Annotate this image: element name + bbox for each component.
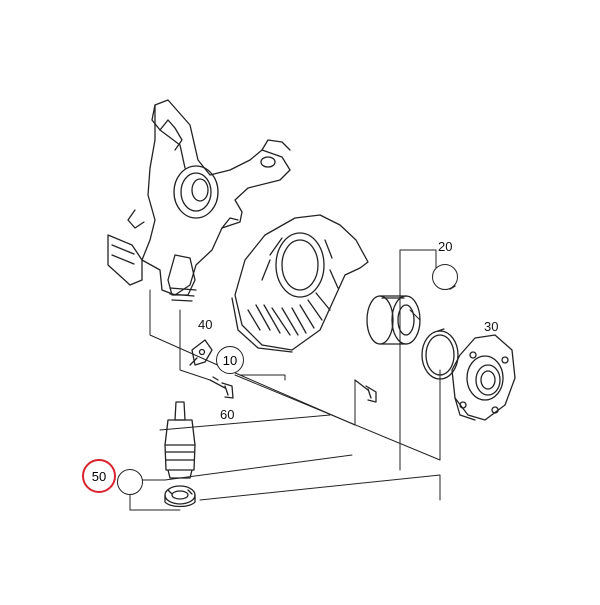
castle-nut: [164, 485, 196, 508]
callout-40: 40: [198, 317, 213, 332]
callout-10-badge: 10: [216, 346, 244, 374]
callout-30: 30: [484, 319, 499, 334]
callout-50: 50: [91, 468, 107, 484]
bracket-clip: [189, 339, 213, 366]
callout-50-highlight[interactable]: 50: [82, 459, 116, 493]
wrench-icon: [117, 469, 143, 495]
wheel-bearing: [366, 295, 421, 345]
callout-10: 10: [222, 352, 238, 368]
dust-shield: [231, 214, 369, 353]
callout-60: 60: [220, 407, 235, 422]
ball-joint: [164, 401, 196, 479]
steering-knuckle: [107, 99, 291, 302]
wheel-hub: [451, 334, 516, 421]
wrench-icon: [432, 264, 458, 290]
callout-20: 20: [438, 239, 453, 254]
bolt-left: [209, 376, 234, 399]
bolt-right: [354, 379, 377, 403]
snap-ring: [421, 328, 459, 380]
wrench-glyphs: [119, 267, 456, 493]
leader-lines: [129, 249, 441, 511]
